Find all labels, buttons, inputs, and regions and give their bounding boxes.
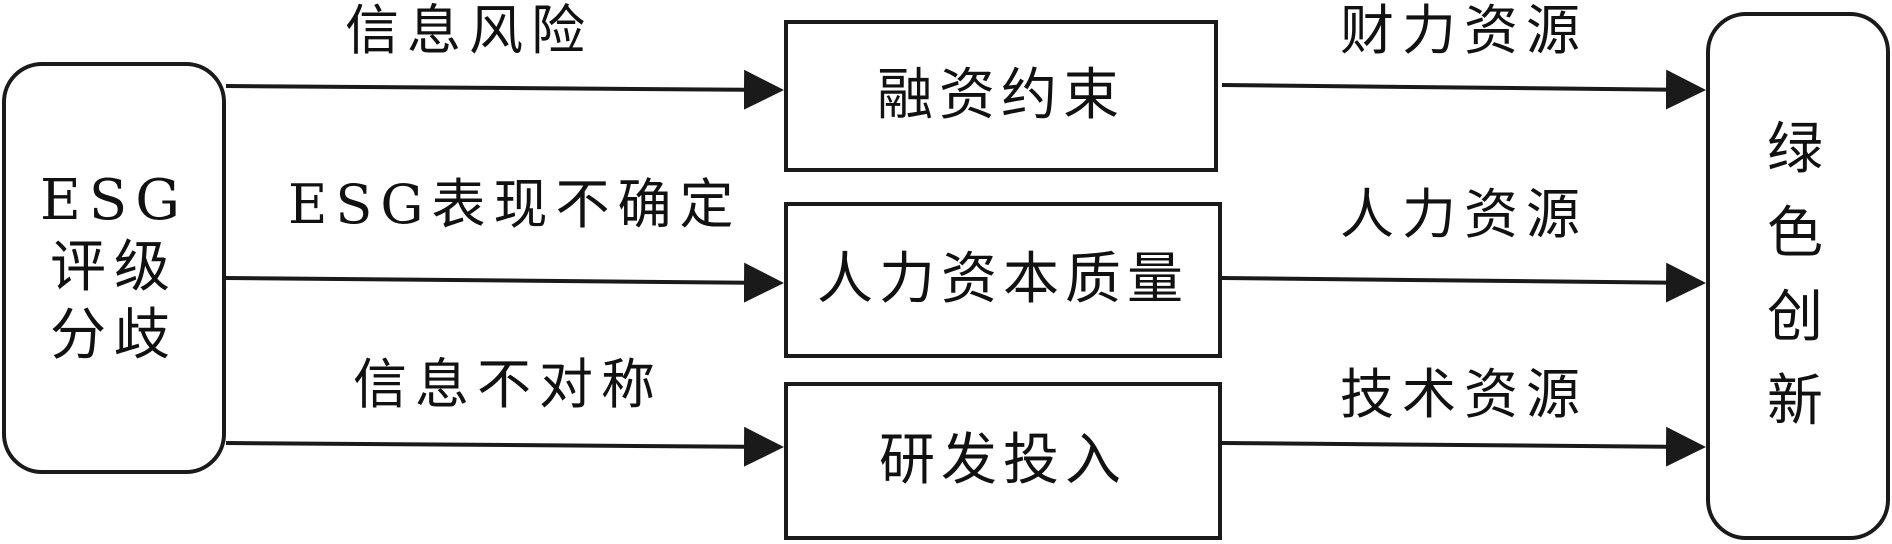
target-node-char-2: 色 [1767,201,1829,266]
arrow-mediator-1-to-target [1221,69,1706,110]
mediator-3-label: 研发投入 [879,428,1127,493]
edge-label-technical-resources: 技术资源 [1340,363,1588,426]
target-node-char-4: 新 [1767,369,1829,434]
target-node-green-innovation: 绿 色 创 新 [1706,12,1890,540]
source-node-line-1: ESG [40,168,188,234]
source-node-line-2: 评级 [50,235,178,301]
mediator-node-human-capital-quality: 人力资本质量 [784,202,1222,358]
arrow-mediator-2-to-target [1221,262,1706,303]
edge-label-information-risk: 信息风险 [345,0,593,62]
target-node-char-1: 绿 [1767,117,1829,182]
edge-label-information-asymmetry: 信息不对称 [353,353,663,416]
arrow-source-to-mediator-1 [225,69,784,110]
arrow-source-to-mediator-2 [225,262,784,303]
edge-label-human-resources: 人力资源 [1340,183,1588,246]
mediator-node-rd-investment: 研发投入 [784,382,1222,540]
mediator-node-financing-constraint: 融资约束 [784,20,1218,172]
mediator-1-label: 融资约束 [877,63,1125,128]
edge-label-esg-performance-uncertainty: ESG表现不确定 [288,173,742,236]
mediator-2-label: 人力资本质量 [817,247,1189,312]
arrow-mediator-3-to-target [1221,426,1706,467]
edge-label-financial-resources: 财力资源 [1340,0,1588,62]
target-node-char-3: 创 [1767,285,1829,350]
source-node-line-3: 分歧 [50,302,178,368]
source-node-esg-rating-divergence: ESG 评级 分歧 [2,62,226,474]
arrow-source-to-mediator-3 [225,426,784,467]
